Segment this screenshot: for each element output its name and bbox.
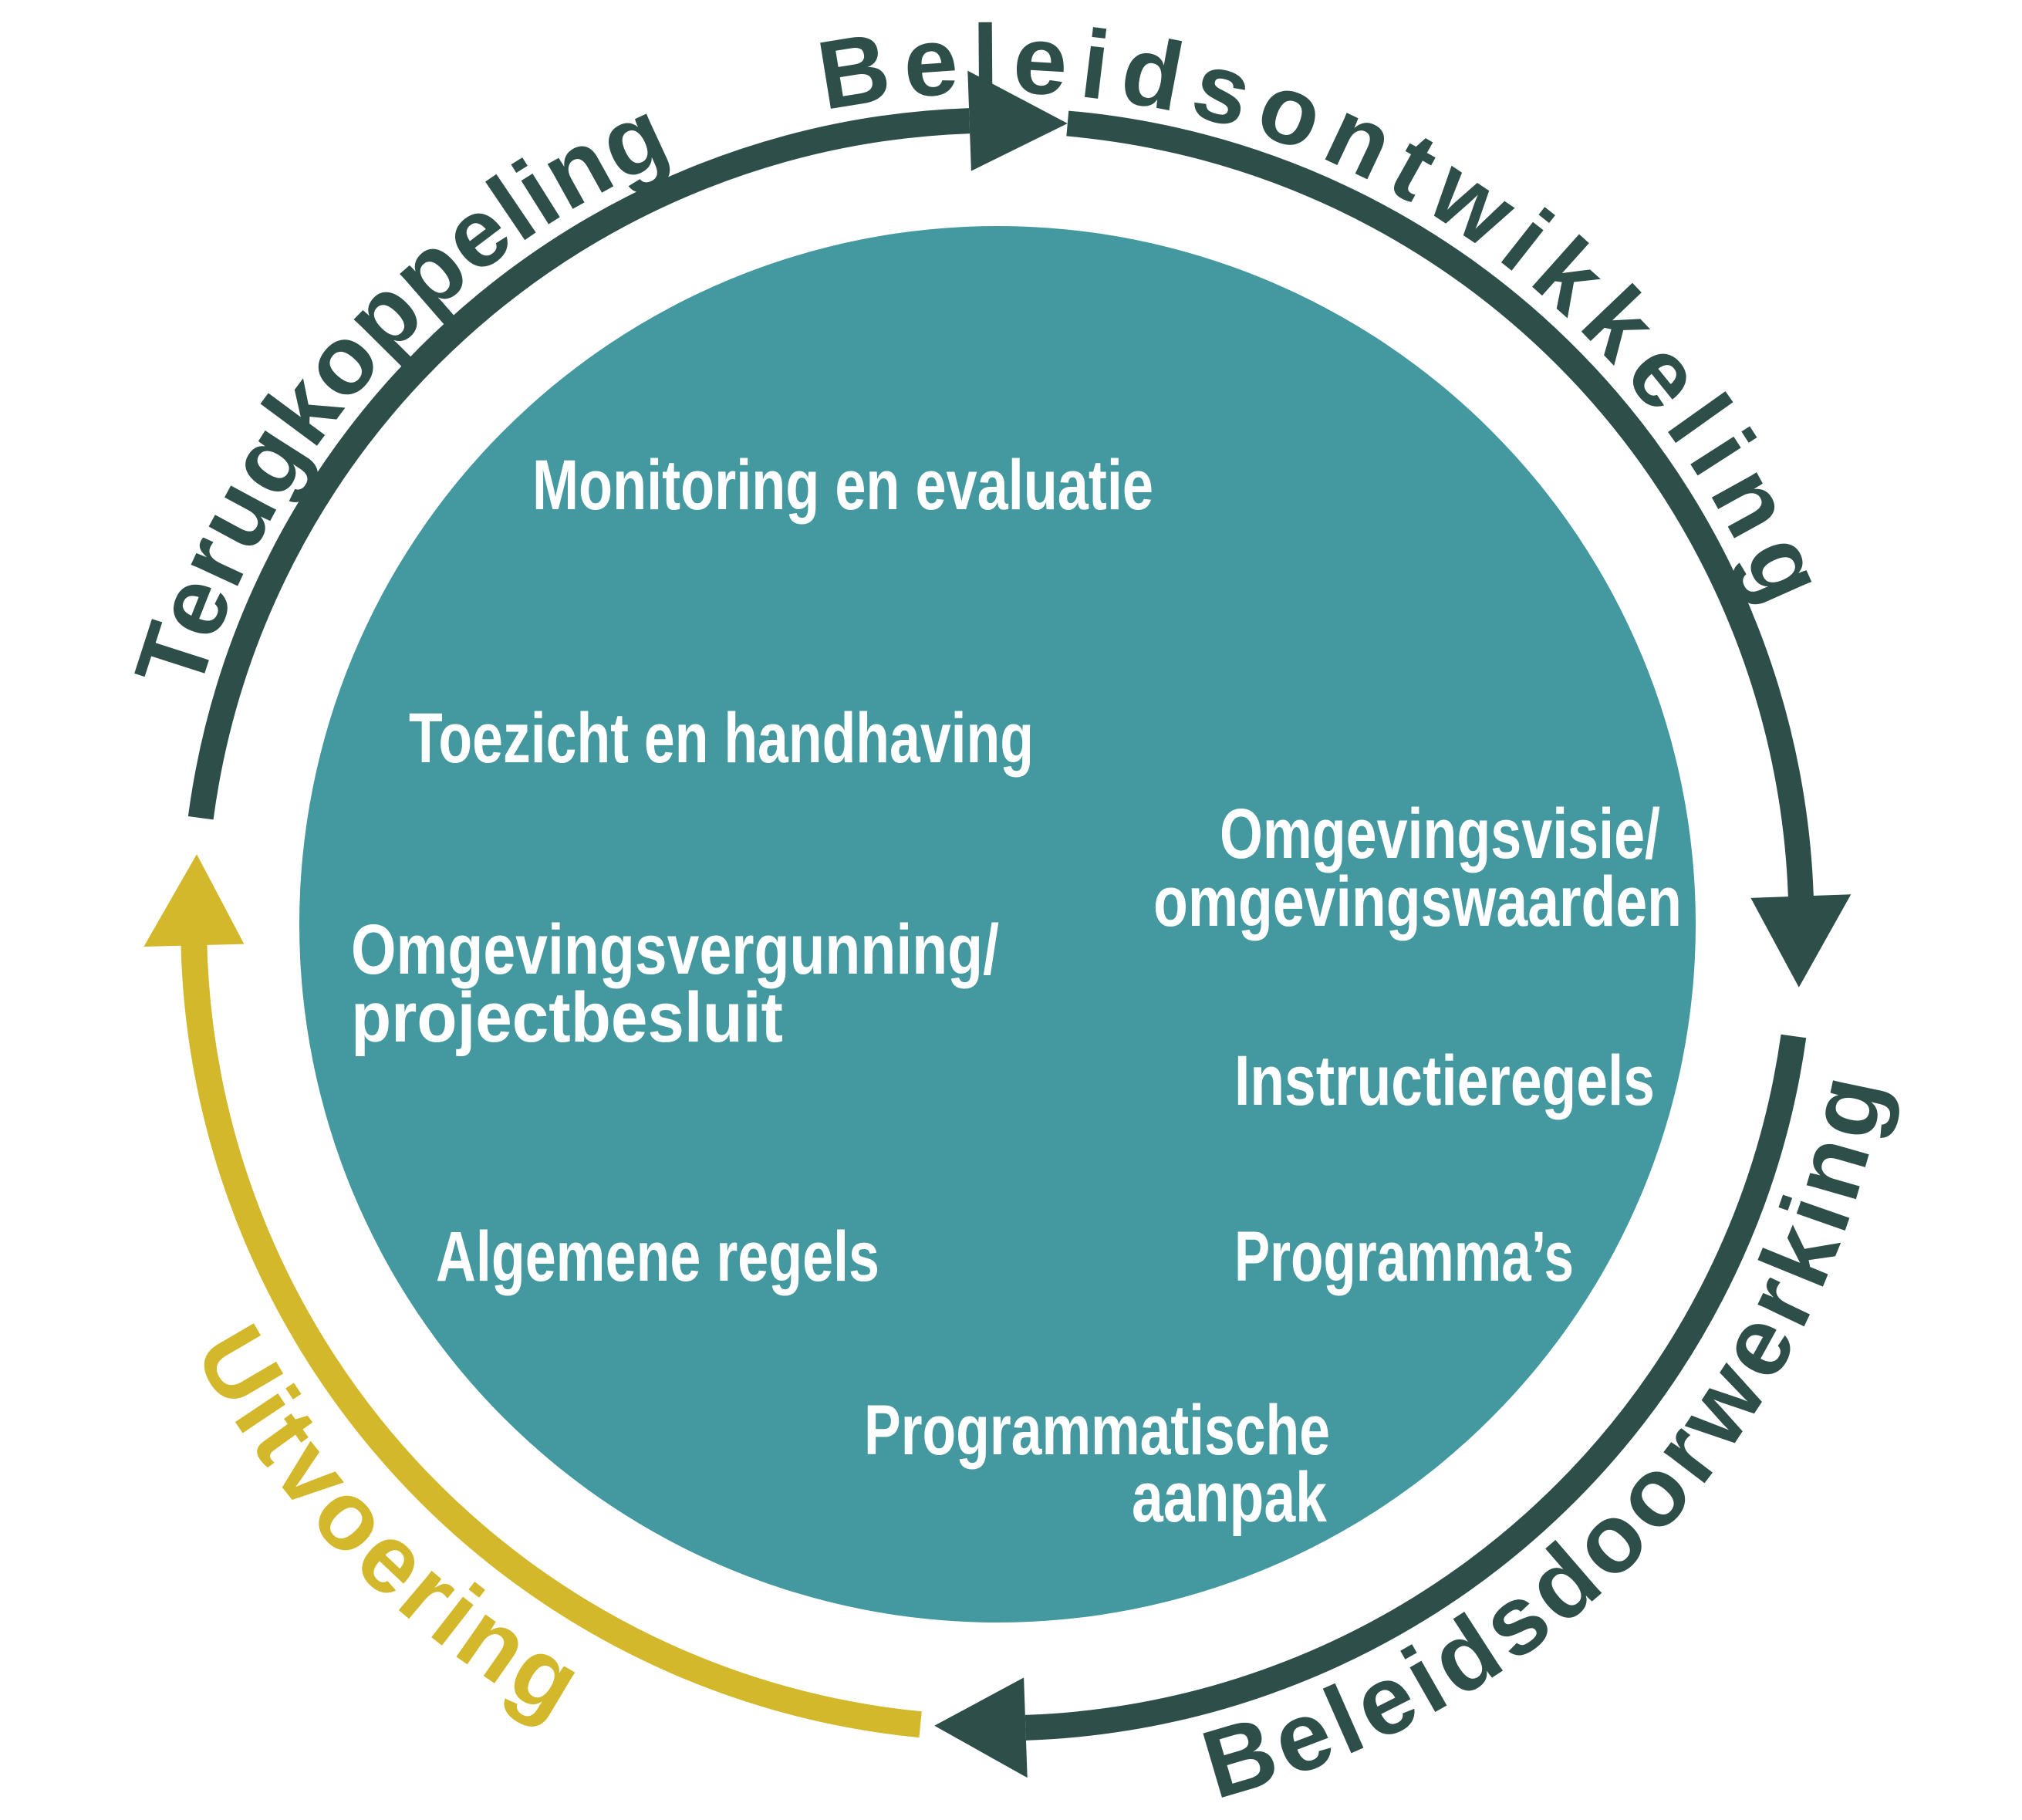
label-omgevingswaarden-line2: omgevingswaarden: [1153, 863, 1682, 941]
label-instructieregels: Instructieregels: [1234, 1042, 1655, 1120]
arrow-up-yellow-icon: [143, 854, 245, 947]
arc-beleidsdoorwerking: [1025, 1034, 1807, 1741]
label-aanpak-line2: aanpak: [1132, 1458, 1328, 1537]
arrow-down-icon: [1750, 894, 1852, 988]
cycle-disc: [299, 226, 1696, 1622]
label-programmas: Programma’s: [1234, 1217, 1574, 1296]
arrow-left-icon: [934, 1677, 1028, 1778]
arc-terugkoppeling: [187, 108, 970, 820]
label-programmatische-line1: Programmatische: [864, 1391, 1330, 1470]
arrow-right-icon: [967, 70, 1068, 171]
label-toezicht-en-handhaving: Toezicht en handhaving: [409, 699, 1034, 778]
label-algemene-regels: Algemene regels: [436, 1217, 879, 1296]
label-omgevingsvergunning-line1: Omgevingsvergunning/: [351, 910, 999, 989]
arc-beleidsontwikkeling: [1066, 110, 1814, 911]
label-monitoring-en-evaluatie: Monitoring en evaluatie: [532, 446, 1153, 525]
label-projectbesluit-line2: projectbesluit: [351, 978, 783, 1057]
label-omgevingsvisie-line1: Omgevingsvisie/: [1220, 795, 1660, 873]
arc-uitvoering: [181, 937, 922, 1738]
